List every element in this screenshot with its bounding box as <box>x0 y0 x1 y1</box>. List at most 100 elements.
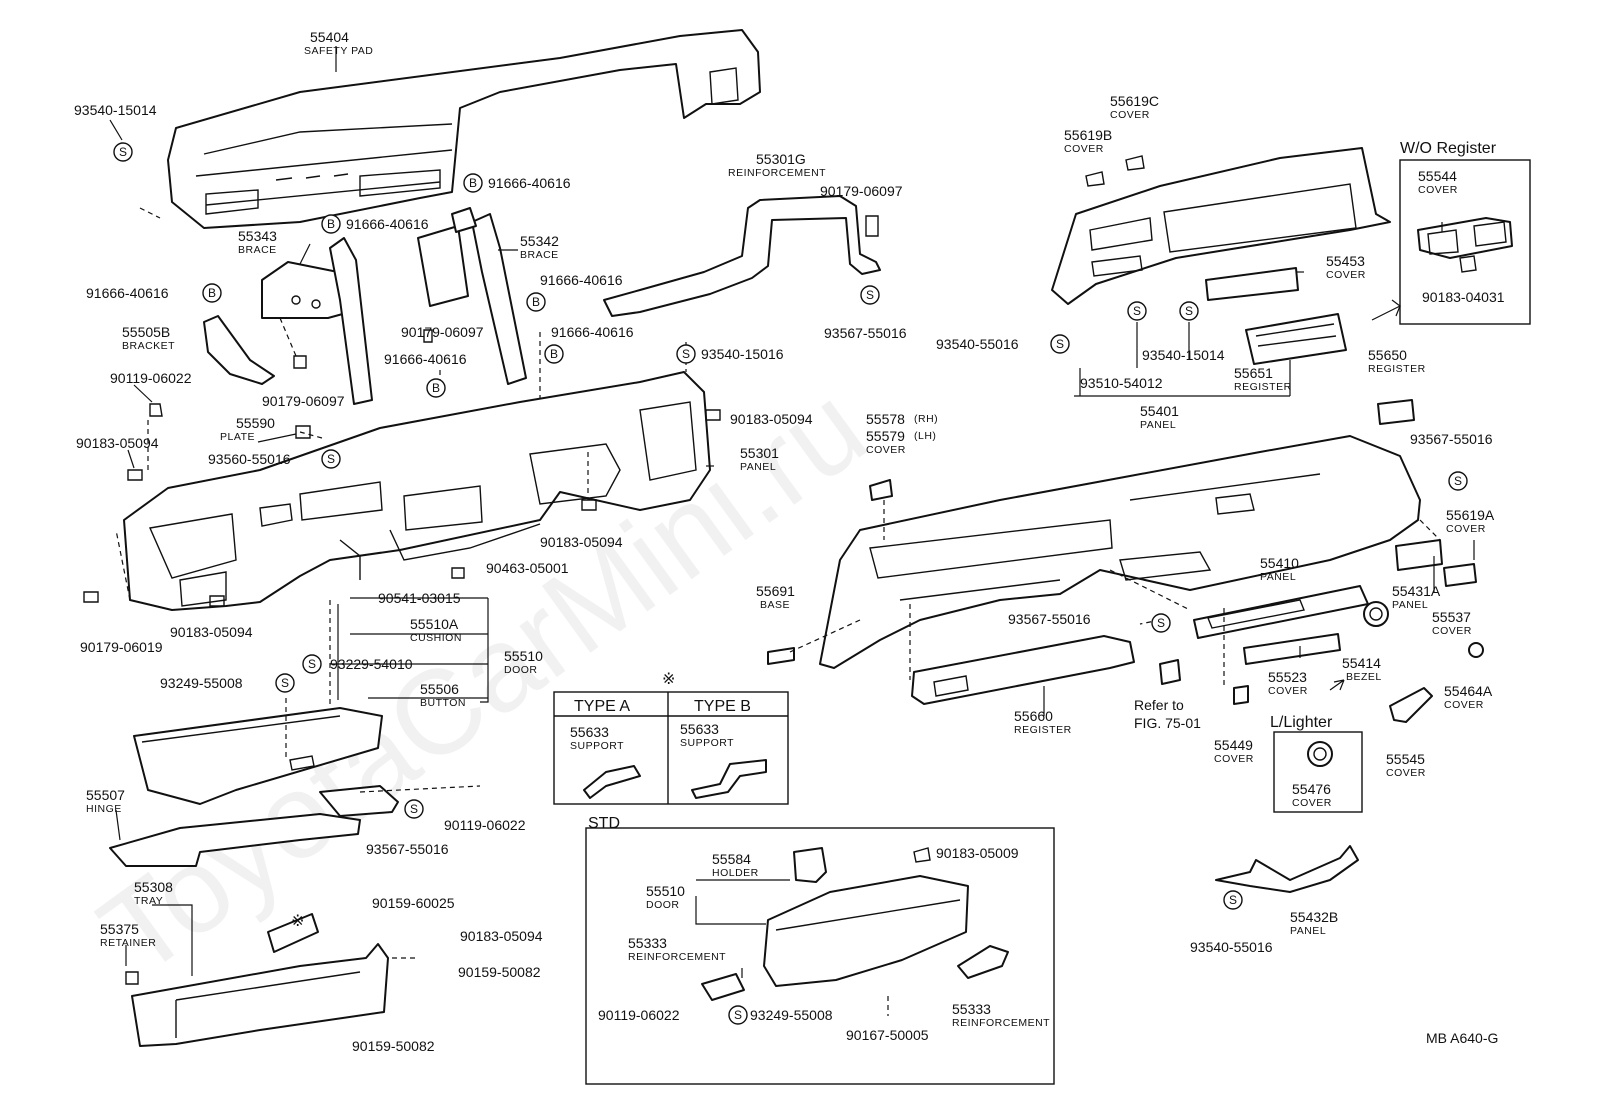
label-55578-sub: (RH) <box>914 413 938 425</box>
left-fastener-lines <box>83 207 879 607</box>
label-refer-line2: FIG. 75-01 <box>1134 715 1201 731</box>
label-55404: 55404 <box>310 29 349 45</box>
label-55410: 55410 <box>1260 555 1299 571</box>
label-55401-name: PANEL <box>1140 419 1176 431</box>
star-marker-type: ※ <box>662 671 675 688</box>
label-55691-name: BASE <box>760 599 790 611</box>
label-55414-name: BEZEL <box>1346 671 1382 683</box>
label-55449: 55449 <box>1214 737 1253 753</box>
label-90541: 90541-03015 <box>378 590 461 606</box>
label-55505b-name: BRACKET <box>122 340 175 352</box>
label-55578: 55578 <box>866 411 905 427</box>
label-55333-a-name: REINFORCEMENT <box>628 951 726 963</box>
tray-55308-illustration <box>125 913 416 1047</box>
label-55333-a: 55333 <box>628 935 667 951</box>
label-type-a: TYPE A <box>574 698 630 715</box>
reinforcement-55301g-illustration <box>603 195 881 317</box>
label-55453-name: COVER <box>1326 269 1366 281</box>
label-55651-name: REGISTER <box>1234 381 1292 393</box>
label-std: STD <box>588 815 620 832</box>
label-55619c: 55619C <box>1110 93 1159 109</box>
svg-text:S: S <box>866 288 874 302</box>
svg-text:B: B <box>208 286 216 300</box>
l-lighter-box <box>1273 731 1363 813</box>
label-93567-b: 93567-55016 <box>366 841 449 857</box>
label-90183-c: 90183-05094 <box>540 534 623 550</box>
label-90183-d: 90183-05094 <box>170 624 253 640</box>
svg-text:S: S <box>410 802 418 816</box>
svg-text:S: S <box>281 676 289 690</box>
label-55476-name: COVER <box>1292 797 1332 809</box>
label-90179-06097-a: 90179-06097 <box>820 183 903 199</box>
label-55579-sub: (LH) <box>914 430 936 442</box>
label-90179-06097-c: 90179-06097 <box>262 393 345 409</box>
label-55651: 55651 <box>1234 365 1273 381</box>
label-90183-b: 90183-05094 <box>76 435 159 451</box>
label-55510a: 55510A <box>410 616 459 632</box>
label-91666-top: 91666-40616 <box>488 175 571 191</box>
label-90463: 90463-05001 <box>486 560 569 576</box>
label-55301g-name: REINFORCEMENT <box>728 167 826 179</box>
label-55507: 55507 <box>86 787 125 803</box>
bracket-55505b-illustration <box>203 315 275 385</box>
label-90119-b: 90119-06022 <box>444 817 526 833</box>
label-90119-c: 90119-06022 <box>598 1007 680 1023</box>
label-55432b: 55432B <box>1290 909 1338 925</box>
label-55342: 55342 <box>520 233 559 249</box>
label-55619b: 55619B <box>1064 127 1112 143</box>
svg-text:S: S <box>1185 304 1193 318</box>
part-labels: 55404 SAFETY PAD 93540-15014 91666-40616… <box>74 29 1505 1054</box>
label-55449-name: COVER <box>1214 753 1254 765</box>
label-55507-name: HINGE <box>86 803 122 815</box>
label-91666-f: 91666-40616 <box>384 351 467 367</box>
std-box <box>585 827 1055 1085</box>
svg-text:S: S <box>327 452 335 466</box>
glovebox-door-illustration <box>133 600 383 805</box>
label-90183-05009: 90183-05009 <box>936 845 1019 861</box>
label-refer-line1: Refer to <box>1134 697 1184 713</box>
label-93560: 93560-55016 <box>208 451 291 467</box>
svg-text:S: S <box>1157 616 1165 630</box>
label-91666-e: 91666-40616 <box>551 324 634 340</box>
label-91666-d: 91666-40616 <box>86 285 169 301</box>
label-93249-b: 93249-55008 <box>750 1007 833 1023</box>
brace-55343-illustration <box>261 237 373 405</box>
label-55431a: 55431A <box>1392 583 1441 599</box>
label-55537-name: COVER <box>1432 625 1472 637</box>
label-55545: 55545 <box>1386 751 1425 767</box>
label-90159-50082-b: 90159-50082 <box>352 1038 435 1054</box>
label-55510-std: 55510 <box>646 883 685 899</box>
label-90183-a: 90183-05094 <box>730 411 813 427</box>
label-55343-name: BRACE <box>238 244 277 256</box>
label-55545-name: COVER <box>1386 767 1426 779</box>
label-55431a-name: PANEL <box>1392 599 1428 611</box>
label-55506-name: BUTTON <box>420 697 466 709</box>
label-55660-name: REGISTER <box>1014 724 1072 736</box>
panel-55401-illustration <box>1051 147 1402 365</box>
label-55464a-name: COVER <box>1444 699 1484 711</box>
label-wo-register: W/O Register <box>1400 140 1497 157</box>
label-55432b-name: PANEL <box>1290 925 1326 937</box>
label-55510: 55510 <box>504 648 543 664</box>
label-93540-15014-b: 93540-15014 <box>1142 347 1225 363</box>
label-55343: 55343 <box>238 228 277 244</box>
svg-text:B: B <box>469 176 477 190</box>
label-55523: 55523 <box>1268 669 1307 685</box>
label-55590: 55590 <box>236 415 275 431</box>
label-55464a: 55464A <box>1444 683 1493 699</box>
label-91666-c: 91666-40616 <box>540 272 623 288</box>
svg-text:S: S <box>1133 304 1141 318</box>
label-55537: 55537 <box>1432 609 1471 625</box>
label-93249-a: 93249-55008 <box>160 675 243 691</box>
label-55510-name: DOOR <box>504 664 538 676</box>
label-55308-name: TRAY <box>134 895 163 907</box>
label-55333-b-name: REINFORCEMENT <box>952 1017 1050 1029</box>
label-55510-std-name: DOOR <box>646 899 680 911</box>
label-55691: 55691 <box>756 583 795 599</box>
label-55633-a-name: SUPPORT <box>570 740 624 752</box>
label-55308: 55308 <box>134 879 173 895</box>
label-55301: 55301 <box>740 445 779 461</box>
svg-text:S: S <box>734 1008 742 1022</box>
svg-text:S: S <box>1229 893 1237 907</box>
